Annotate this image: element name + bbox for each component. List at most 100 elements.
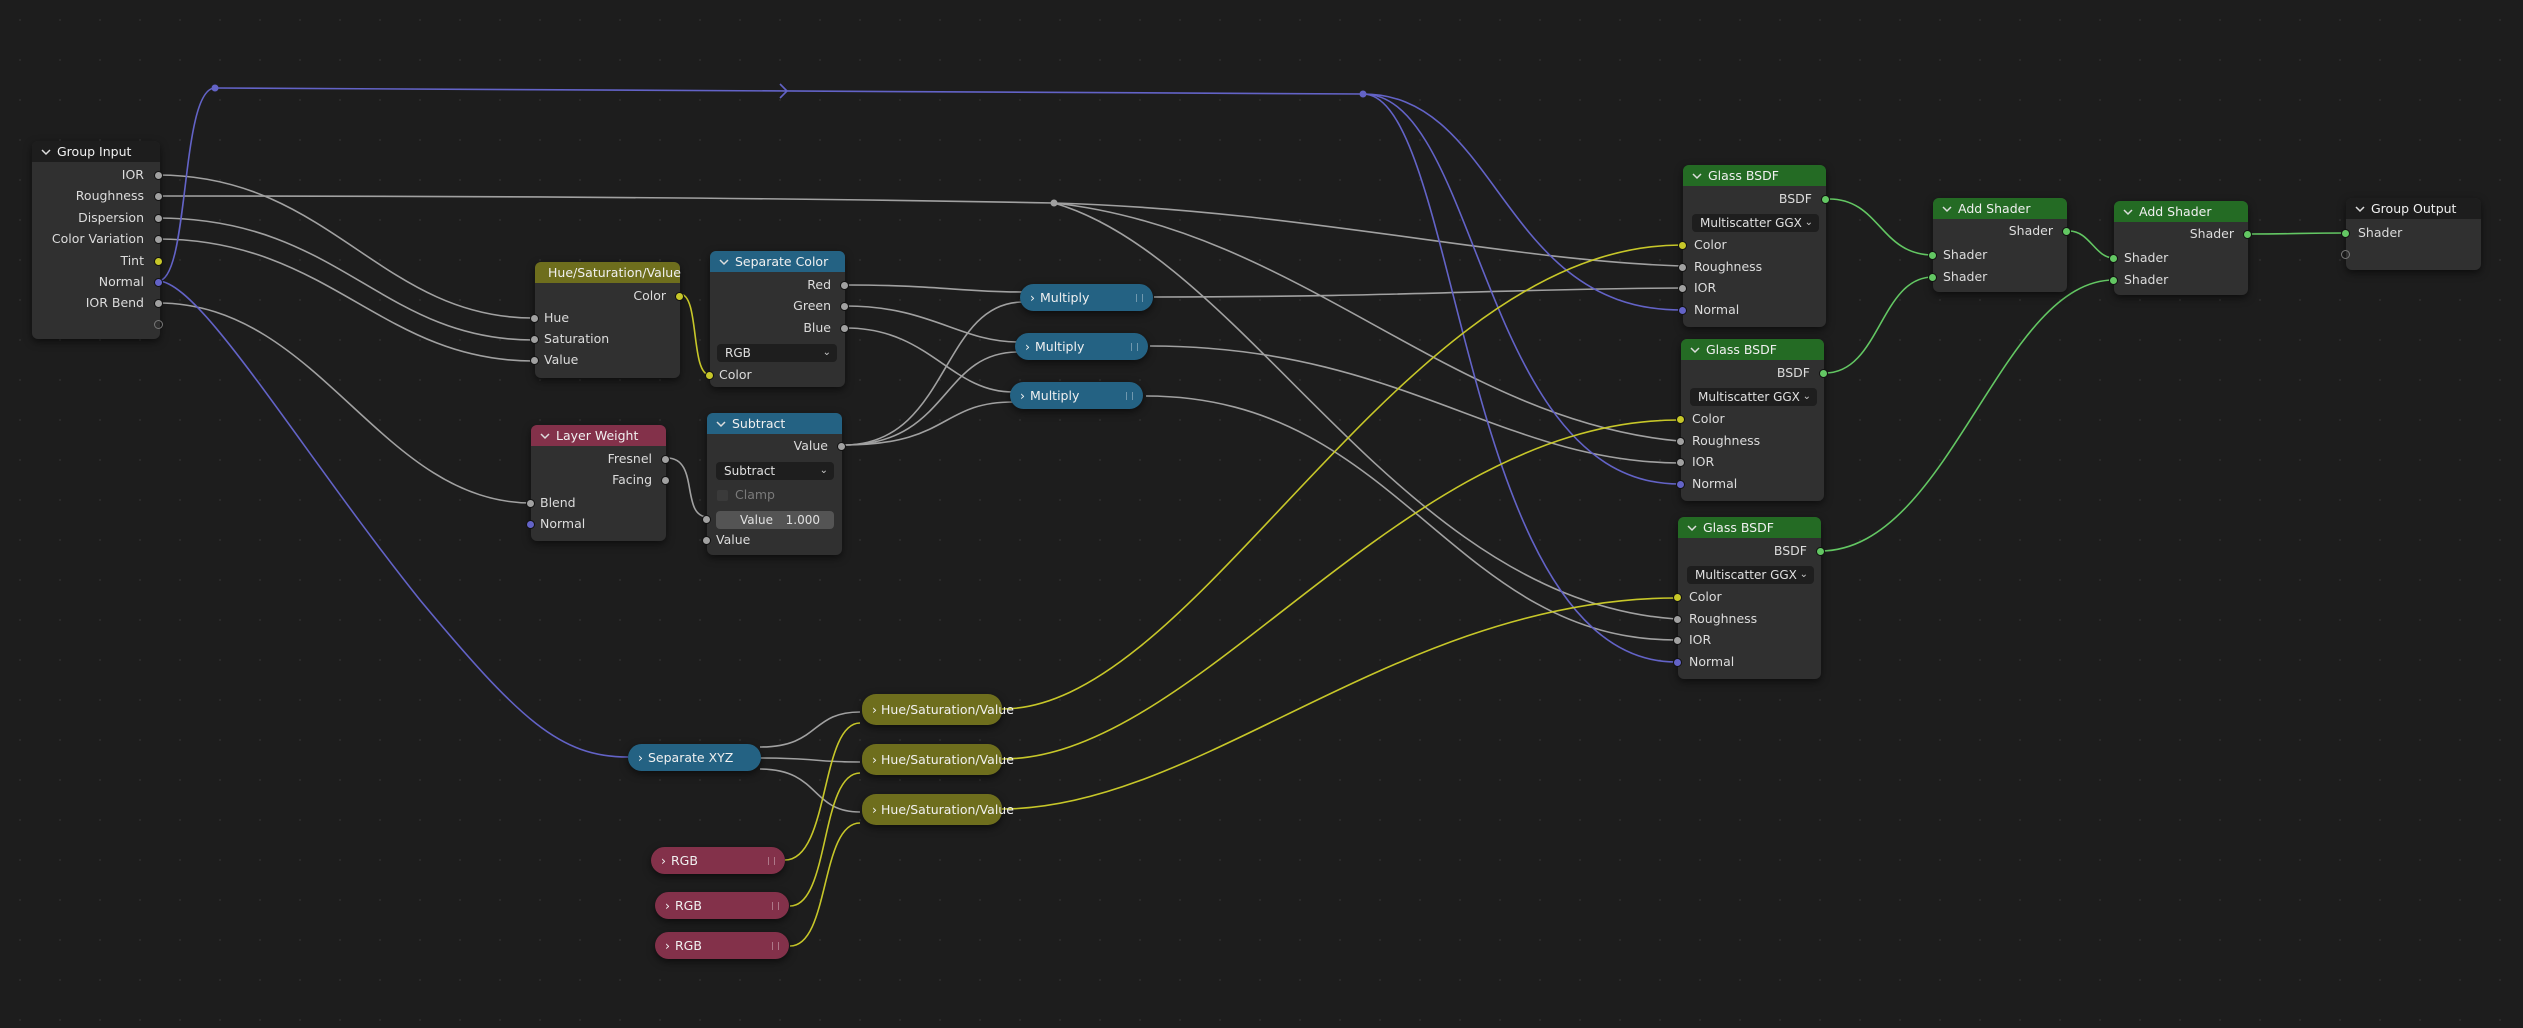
- chevron-right-icon[interactable]: ›: [872, 702, 877, 717]
- glass-distribution-dropdown[interactable]: Multiscatter GGX ⌄: [1690, 388, 1817, 406]
- hsv-collapsed-node-2[interactable]: › Hue/Saturation/Value: [862, 744, 1014, 775]
- socket-roughness[interactable]: [154, 192, 163, 201]
- rgb-node-1[interactable]: › RGB: [651, 847, 785, 874]
- socket-glass-ior[interactable]: [1678, 284, 1687, 293]
- socket-glass-color[interactable]: [1673, 593, 1682, 602]
- socket-glass-color[interactable]: [1678, 241, 1687, 250]
- rgb-node-3[interactable]: › RGB: [655, 932, 789, 959]
- chevron-down-icon[interactable]: [2354, 203, 2366, 215]
- group-input-header[interactable]: Group Input: [32, 141, 160, 162]
- socket-glass-roughness[interactable]: [1673, 615, 1682, 624]
- socket-green[interactable]: [840, 302, 849, 311]
- chevron-down-icon[interactable]: [715, 418, 727, 430]
- chevron-down-icon[interactable]: [1941, 203, 1953, 215]
- socket-glass-roughness[interactable]: [1676, 437, 1685, 446]
- socket-glass-normal[interactable]: [1673, 658, 1682, 667]
- group-output-node[interactable]: Group Output Shader: [2341, 198, 2481, 270]
- chevron-right-icon[interactable]: ›: [638, 750, 643, 765]
- socket-iorbend[interactable]: [154, 299, 163, 308]
- layer-weight-header[interactable]: Layer Weight: [531, 425, 666, 446]
- chevron-right-icon[interactable]: ›: [665, 938, 670, 953]
- multiply-node-2[interactable]: › Multiply: [1015, 333, 1148, 360]
- chevron-down-icon[interactable]: [1686, 522, 1698, 534]
- glass-bsdf-node-2[interactable]: Glass BSDF BSDF Multiscatter GGX ⌄ Color…: [1676, 339, 1828, 501]
- chevron-right-icon[interactable]: ›: [872, 802, 877, 817]
- glass-distribution-dropdown[interactable]: Multiscatter GGX ⌄: [1692, 214, 1819, 232]
- add-shader-node-2[interactable]: Add Shader Shader Shader Shader: [2109, 201, 2252, 295]
- multiply-node-3[interactable]: › Multiply: [1010, 382, 1143, 409]
- socket-add1-in1[interactable]: [1928, 251, 1937, 260]
- subtract-header[interactable]: Subtract: [707, 413, 842, 434]
- socket-add2-in2[interactable]: [2109, 276, 2118, 285]
- glass-header[interactable]: Glass BSDF: [1683, 165, 1826, 186]
- socket-sepcolor-in[interactable]: [705, 371, 714, 380]
- socket-lw-normal[interactable]: [526, 520, 535, 529]
- rgb-node-2[interactable]: › RGB: [655, 892, 789, 919]
- hsv-collapsed-node-3[interactable]: › Hue/Saturation/Value: [862, 794, 1014, 825]
- socket-output-shader[interactable]: [2341, 229, 2350, 238]
- separate-color-header[interactable]: Separate Color: [710, 251, 845, 272]
- socket-red[interactable]: [840, 281, 849, 290]
- glass-bsdf-node-1[interactable]: Glass BSDF BSDF Multiscatter GGX ⌄ Color…: [1678, 165, 1830, 327]
- socket-dispersion[interactable]: [154, 214, 163, 223]
- glass-header[interactable]: Glass BSDF: [1678, 517, 1821, 538]
- chevron-right-icon[interactable]: ›: [661, 853, 666, 868]
- group-input-node[interactable]: Group Input IOR Roughness Dispersion Col…: [32, 141, 163, 339]
- clamp-checkbox[interactable]: [717, 490, 728, 501]
- chevron-right-icon[interactable]: ›: [872, 752, 877, 767]
- socket-output-empty[interactable]: [2341, 250, 2350, 259]
- chevron-down-icon[interactable]: [1689, 344, 1701, 356]
- socket-glass-ior[interactable]: [1673, 636, 1682, 645]
- socket-hsv-hue[interactable]: [530, 314, 539, 323]
- glass-bsdf-node-3[interactable]: Glass BSDF BSDF Multiscatter GGX ⌄ Color…: [1673, 517, 1825, 679]
- socket-hsv-sat[interactable]: [530, 335, 539, 344]
- group-output-header[interactable]: Group Output: [2346, 198, 2481, 219]
- socket-glass-ior[interactable]: [1676, 458, 1685, 467]
- socket-bsdf-out[interactable]: [1816, 547, 1825, 556]
- socket-ior[interactable]: [154, 171, 163, 180]
- glass-header[interactable]: Glass BSDF: [1681, 339, 1824, 360]
- socket-add2-in1[interactable]: [2109, 254, 2118, 263]
- add-shader-header[interactable]: Add Shader: [1933, 198, 2067, 219]
- chevron-down-icon[interactable]: [539, 430, 551, 442]
- chevron-right-icon[interactable]: ›: [1020, 388, 1025, 403]
- chevron-down-icon[interactable]: [718, 256, 730, 268]
- socket-subtract-value1[interactable]: [702, 515, 711, 524]
- socket-colorvar[interactable]: [154, 235, 163, 244]
- socket-facing[interactable]: [661, 476, 670, 485]
- socket-fresnel[interactable]: [661, 455, 670, 464]
- hsv-node[interactable]: Hue/Saturation/Value Color Hue Saturatio…: [530, 262, 684, 378]
- socket-hsv-val[interactable]: [530, 356, 539, 365]
- glass-distribution-dropdown[interactable]: Multiscatter GGX ⌄: [1687, 566, 1814, 584]
- add-shader-node-1[interactable]: Add Shader Shader Shader Shader: [1928, 198, 2071, 292]
- layer-weight-node[interactable]: Layer Weight Fresnel Facing Blend Normal: [526, 425, 670, 541]
- separate-color-node[interactable]: Separate Color Red Green Blue RGB ⌄ Colo…: [705, 251, 849, 387]
- socket-glass-normal[interactable]: [1676, 480, 1685, 489]
- socket-add2-out[interactable]: [2243, 230, 2252, 239]
- socket-normal[interactable]: [154, 278, 163, 287]
- socket-empty[interactable]: [154, 320, 163, 329]
- subtract-value-field[interactable]: Value 1.000: [716, 511, 834, 529]
- socket-add1-out[interactable]: [2062, 227, 2071, 236]
- chevron-right-icon[interactable]: ›: [665, 898, 670, 913]
- socket-subtract-value2[interactable]: [702, 536, 711, 545]
- add-shader-header[interactable]: Add Shader: [2114, 201, 2248, 222]
- chevron-right-icon[interactable]: ›: [1025, 339, 1030, 354]
- multiply-node-1[interactable]: › Multiply: [1020, 284, 1153, 311]
- hsv-header[interactable]: Hue/Saturation/Value: [535, 262, 681, 283]
- socket-blend[interactable]: [526, 499, 535, 508]
- hsv-collapsed-node-1[interactable]: › Hue/Saturation/Value: [862, 694, 1014, 725]
- socket-tint[interactable]: [154, 257, 163, 266]
- socket-subtract-out[interactable]: [837, 442, 846, 451]
- sepcolor-mode-dropdown[interactable]: RGB ⌄: [717, 344, 837, 362]
- chevron-down-icon[interactable]: [2122, 206, 2134, 218]
- subtract-operation-dropdown[interactable]: Subtract ⌄: [716, 462, 834, 480]
- chevron-right-icon[interactable]: ›: [1030, 290, 1035, 305]
- socket-blue[interactable]: [840, 324, 849, 333]
- chevron-down-icon[interactable]: [40, 146, 52, 158]
- socket-glass-color[interactable]: [1676, 415, 1685, 424]
- separate-xyz-node[interactable]: › Separate XYZ: [628, 744, 761, 771]
- socket-glass-normal[interactable]: [1678, 306, 1687, 315]
- socket-glass-roughness[interactable]: [1678, 263, 1687, 272]
- socket-bsdf-out[interactable]: [1819, 369, 1828, 378]
